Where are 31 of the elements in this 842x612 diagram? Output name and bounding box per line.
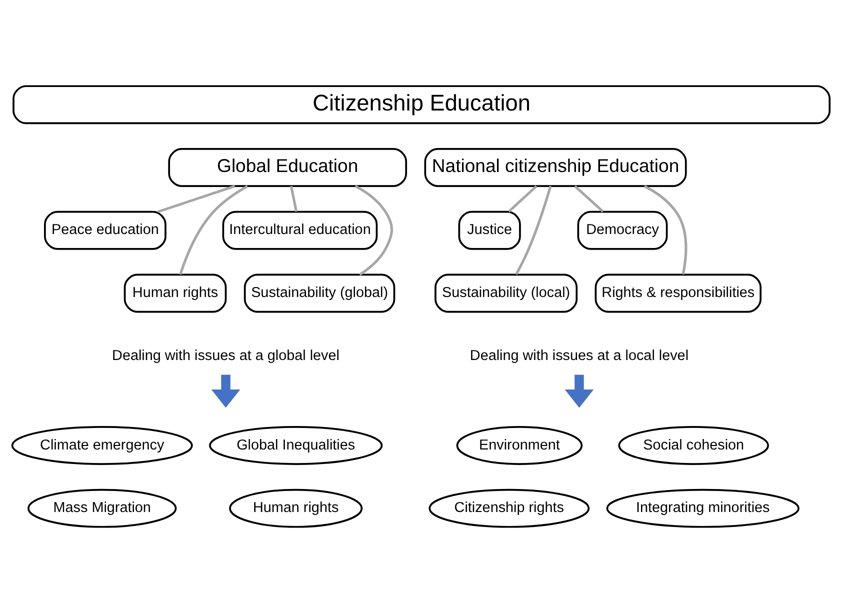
- node-box: Rights & responsibilities: [594, 273, 762, 312]
- connector: [508, 184, 538, 212]
- node-box: Justice: [458, 210, 521, 250]
- node-ellipse: Citizenship rights: [428, 488, 590, 528]
- node-ellipse: Human rights: [229, 488, 363, 528]
- node-box: National citizenship Education: [424, 148, 687, 186]
- node-ellipse: Global Inequalities: [208, 426, 383, 464]
- arrow: [211, 374, 240, 408]
- node-box: Sustainability (global): [244, 273, 396, 312]
- connector: [157, 184, 236, 213]
- node-text: Dealing with issues at a local level: [470, 347, 689, 364]
- node-ellipse: Environment: [456, 426, 583, 464]
- node-ellipse: Integrating minorities: [606, 488, 800, 528]
- arrow: [564, 374, 594, 408]
- node-box: Sustainability (local): [434, 273, 578, 312]
- node-ellipse: Climate emergency: [11, 426, 193, 464]
- node-text: Dealing with issues at a global level: [112, 347, 340, 364]
- connector: [290, 185, 298, 212]
- node-box: Intercultural education: [222, 210, 378, 250]
- node-box: Human rights: [124, 273, 227, 312]
- connector: [354, 184, 394, 276]
- connector: [515, 185, 552, 275]
- connector: [574, 184, 604, 212]
- node-box: Peace education: [44, 210, 166, 250]
- node-ellipse: Social cohesion: [618, 426, 770, 464]
- connector: [644, 184, 688, 274]
- connector: [179, 184, 248, 274]
- node-box: Global Education: [168, 148, 408, 186]
- node-ellipse: Mass Migration: [28, 488, 177, 528]
- node-box: Citizenship Education: [12, 84, 831, 124]
- node-box: Democracy: [577, 210, 668, 250]
